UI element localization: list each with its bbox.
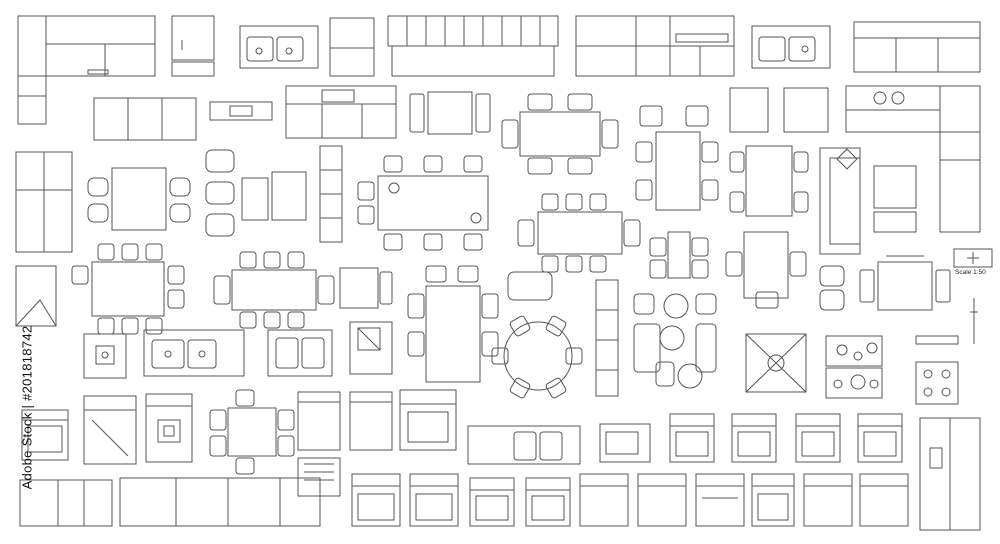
gas-cooktop-four-burner xyxy=(746,334,806,392)
square-sink xyxy=(84,334,126,378)
wall-shelf xyxy=(916,336,958,344)
dining-table-six-chairs xyxy=(358,156,488,250)
washing-machine xyxy=(146,394,192,462)
dining-table-four-chairs xyxy=(502,94,618,174)
armchairs-column xyxy=(206,150,306,236)
island-sink xyxy=(210,102,272,120)
wall-cabinet xyxy=(730,88,828,132)
corner-sofa xyxy=(820,148,860,254)
range-oven xyxy=(400,390,456,450)
base-cabinet-run xyxy=(20,480,112,526)
double-sink-counter xyxy=(240,26,318,68)
tall-cabinet xyxy=(172,16,214,76)
bedside-table xyxy=(874,166,916,232)
corner-kitchen-cabinet xyxy=(18,16,155,124)
double-sink-counter-4 xyxy=(268,330,332,376)
sink-counter-long xyxy=(468,426,580,464)
base-cabinet-run-2 xyxy=(120,478,320,526)
cooktop-square xyxy=(916,362,958,404)
stock-watermark: Adobe Stock | #201818742 xyxy=(2,290,42,540)
sink-base-cabinet xyxy=(286,86,396,138)
cooktop-three-burner xyxy=(826,336,882,398)
oven-row-1 xyxy=(670,414,902,462)
scale-bar xyxy=(970,298,978,344)
bar-stools xyxy=(640,106,708,126)
l-shaped-counter-with-cooktop xyxy=(846,86,980,232)
small-table-two-chairs-2 xyxy=(650,232,708,278)
watermark-text: Adobe Stock | #201818742 xyxy=(19,325,35,490)
kitchen-counter-elevation xyxy=(576,16,734,76)
armchair xyxy=(508,272,552,300)
double-sink-counter-2 xyxy=(752,26,830,68)
armchairs-pair xyxy=(820,266,844,310)
side-by-side-refrigerator xyxy=(920,418,980,530)
small-table-two-chairs xyxy=(410,92,490,134)
base-cabinet-elevation xyxy=(854,22,980,72)
counter-island xyxy=(94,98,196,140)
dishwasher-2 xyxy=(298,392,340,450)
square-table-four-chairs-4 xyxy=(210,390,294,474)
trash-compactor xyxy=(298,458,340,496)
square-table-two-chairs xyxy=(340,268,392,308)
round-chair-table xyxy=(88,168,190,230)
base-cabinet xyxy=(330,18,374,76)
single-sink xyxy=(350,322,392,374)
dining-table-eight-chairs xyxy=(214,252,334,328)
square-table-four-chairs-2 xyxy=(730,146,808,216)
refrigerator-side xyxy=(16,152,72,252)
scale-legend: Scale 1:50 xyxy=(953,248,993,278)
square-table-four-chairs xyxy=(636,132,718,210)
dishwasher-3 xyxy=(350,392,392,450)
dishwasher xyxy=(84,396,136,464)
scale-label: Scale 1:50 xyxy=(955,269,986,276)
double-sink-counter-3 xyxy=(144,330,244,376)
lounge-set xyxy=(634,294,716,388)
microwave xyxy=(600,424,650,462)
bistro-table xyxy=(860,256,950,310)
dining-table-eight-chairs-2 xyxy=(518,194,640,272)
round-dining-table-six-chairs xyxy=(492,315,582,399)
bench-long xyxy=(596,280,618,396)
long-dining-table xyxy=(408,266,498,382)
oven-appliance xyxy=(22,410,68,460)
oven-row-2 xyxy=(352,474,908,526)
wall-cabinet-row xyxy=(388,16,558,76)
scale-icon xyxy=(953,248,993,268)
cabinet-with-door xyxy=(16,266,56,326)
square-table-four-chairs-3 xyxy=(726,232,806,308)
tall-cabinet-narrow xyxy=(320,146,342,242)
dining-table-six-chairs-2 xyxy=(72,244,184,334)
